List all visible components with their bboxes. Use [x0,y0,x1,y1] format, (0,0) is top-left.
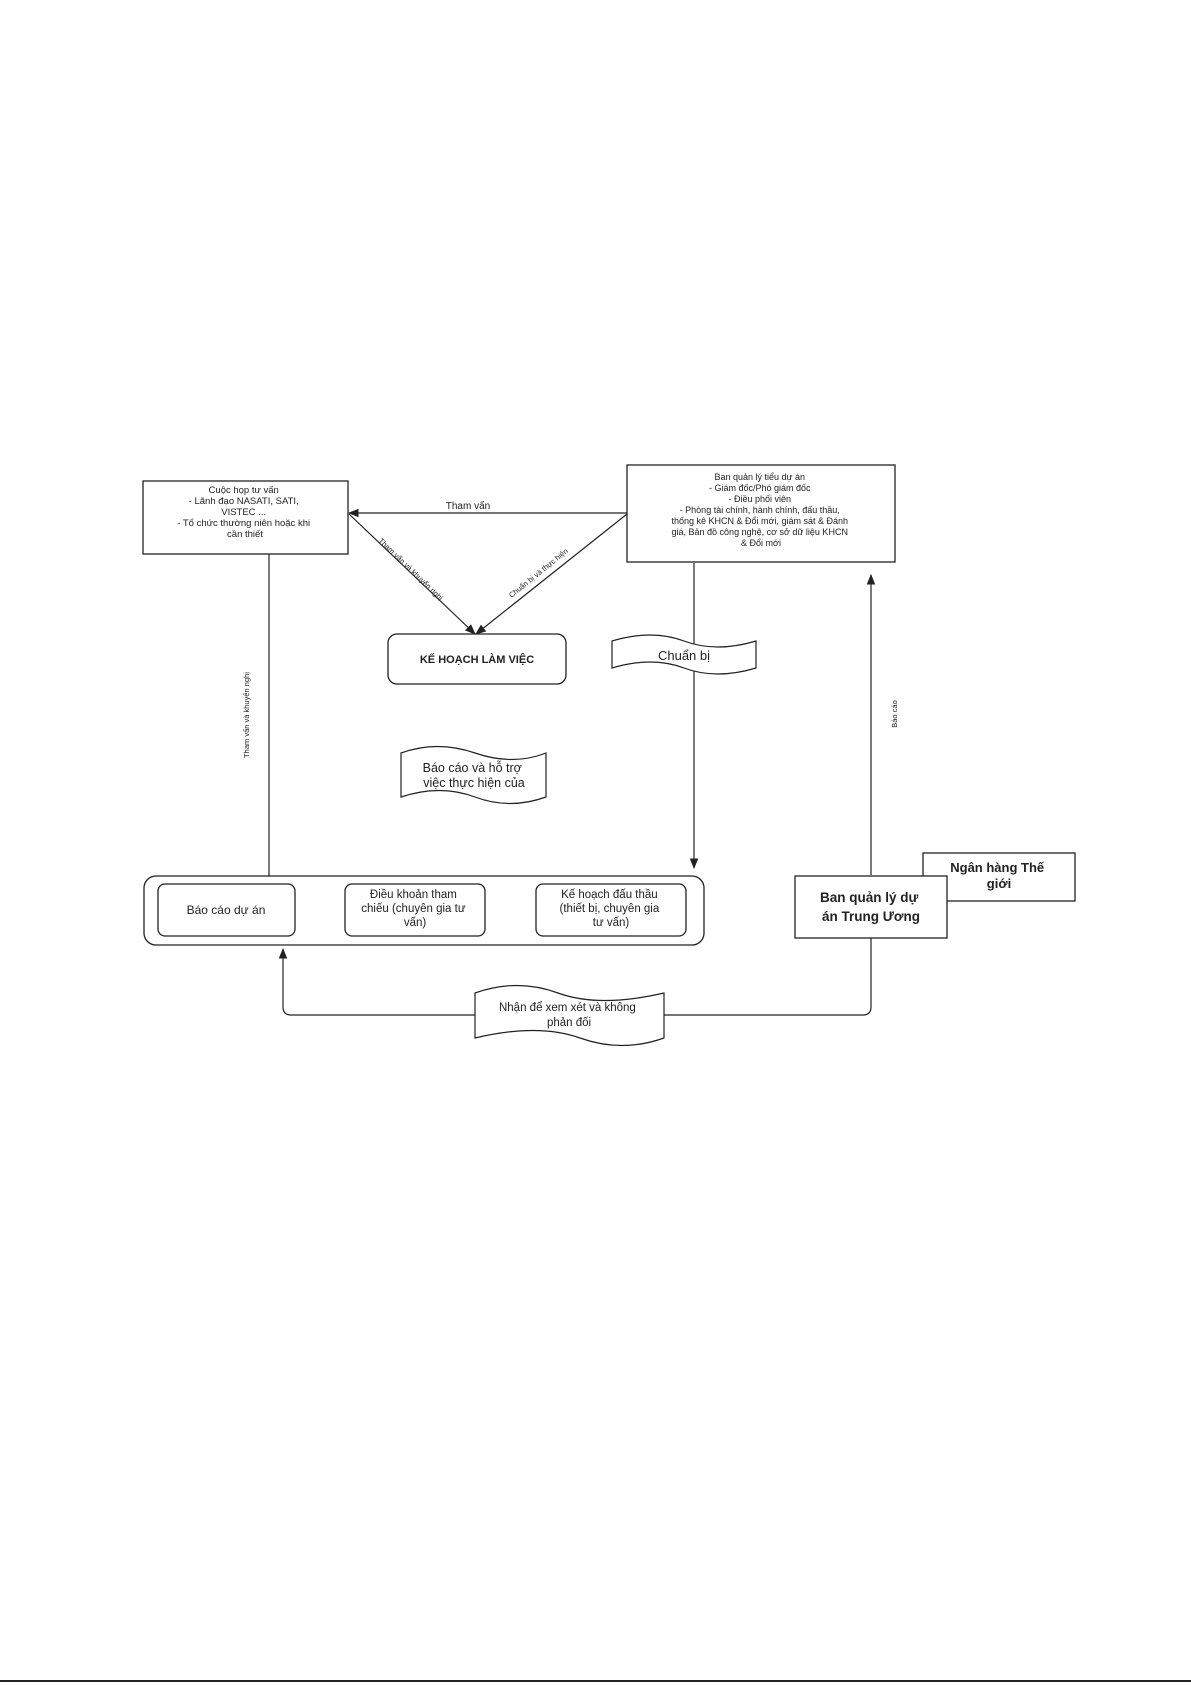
procurement-line: Kế hoạch đấu thầu [561,889,658,901]
edge-consult-recommend [348,513,476,635]
edge-prepare-implement [475,513,628,635]
central-pmu-line: án Trung Ương [822,909,920,924]
edge-label-prepare-implement: Chuẩn bị và thực hiện [507,546,570,599]
review-line: Nhận để xem xét và không [499,1002,636,1014]
advisory-meeting-text: Cuộc họp tư vấn - Lãnh đạo NASATI, SATI,… [177,485,312,540]
advisory-line: Cuộc họp tư vấn [209,485,279,496]
work-plan-node: KẾ HOẠCH LÀM VIỆC [387,633,567,685]
edge-label-consult-recommend-down: Tham vấn và khuyến nghị [242,672,251,758]
edge-label-consult-recommend: Tham vấn và khuyến nghị [377,536,445,602]
tor-text: Điều khoản tham chiếu (chuyên gia tư vấn… [361,889,468,929]
page-bottom-rule [0,1680,1191,1682]
procurement-plan-node: Kế hoạch đấu thầu (thiết bị, chuyên gia … [535,883,687,937]
pmu-line: Ban quản lý tiểu dự án [714,472,805,482]
documents-group: Báo cáo dự án Điều khoản tham chiếu (chu… [143,875,705,946]
advisory-meeting-node: Cuộc họp tư vấn - Lãnh đạo NASATI, SATI,… [142,480,349,555]
procurement-line: (thiết bị, chuyên gia [560,903,660,915]
report-support-text: Báo cáo và hỗ trợ việc thực hiện của [423,760,526,790]
project-report-label: Báo cáo dự án [187,903,266,917]
advisory-line: - Tổ chức thường niên hoặc khi [177,518,310,529]
world-bank-text: Ngân hàng Thế giới [950,860,1048,891]
procurement-text: Kế hoạch đấu thầu (thiết bị, chuyên gia … [560,889,663,929]
sub-project-pmu-node: Ban quản lý tiểu dự án - Giám đốc/Phó gi… [626,464,896,563]
work-plan-label: KẾ HOẠCH LÀM VIỆC [420,653,534,666]
pmu-line: - Phòng tài chính, hành chính, đấu thầu, [680,505,840,515]
prepare-node: Chuẩn bị [611,634,757,675]
world-bank-node: Ngân hàng Thế giới [922,852,1076,902]
edge-label-consult: Tham vấn [446,500,490,512]
world-bank-line: giới [987,876,1011,891]
central-pmu-line: Ban quản lý dự [820,890,919,905]
advisory-line: VISTEC ... [221,507,266,518]
project-report-node: Báo cáo dự án [157,883,296,937]
edge-label-report: Báo cáo [890,700,899,728]
tor-line: vấn) [404,917,427,929]
pmu-line: giá, Bản đồ công nghệ, cơ sở dữ liệu KHC… [672,527,848,537]
advisory-line: cần thiết [227,529,263,540]
advisory-line: - Lãnh đạo NASATI, SATI, [189,496,299,507]
pmu-line: - Điều phối viên [728,494,791,504]
report-support-line: Báo cáo và hỗ trợ [423,760,522,775]
pmu-line: thống kê KHCN & Đổi mới, giám sát & Đánh [672,516,848,526]
review-node: Nhận để xem xét và không phản đối [474,984,665,1047]
central-pmu-node: Ban quản lý dự án Trung Ương [794,875,948,939]
terms-of-reference-node: Điều khoản tham chiếu (chuyên gia tư vấn… [344,883,486,937]
tor-line: Điều khoản tham [370,889,457,901]
world-bank-line: Ngân hàng Thế [950,860,1045,875]
pmu-line: & Đổi mới [741,538,781,548]
report-support-node: Báo cáo và hỗ trợ việc thực hiện của [400,745,547,805]
prepare-label: Chuẩn bị [658,648,710,663]
tor-line: chiếu (chuyên gia tư [361,903,466,915]
procurement-line: tư vấn) [593,917,630,929]
pmu-line: - Giám đốc/Phó giám đốc [709,483,811,493]
review-line: phản đối [547,1017,591,1029]
pmu-text: Ban quản lý tiểu dự án - Giám đốc/Phó gi… [672,472,851,548]
review-text: Nhận để xem xét và không phản đối [499,1002,639,1029]
central-pmu-text: Ban quản lý dự án Trung Ương [820,890,922,924]
report-support-line: việc thực hiện của [423,776,525,790]
